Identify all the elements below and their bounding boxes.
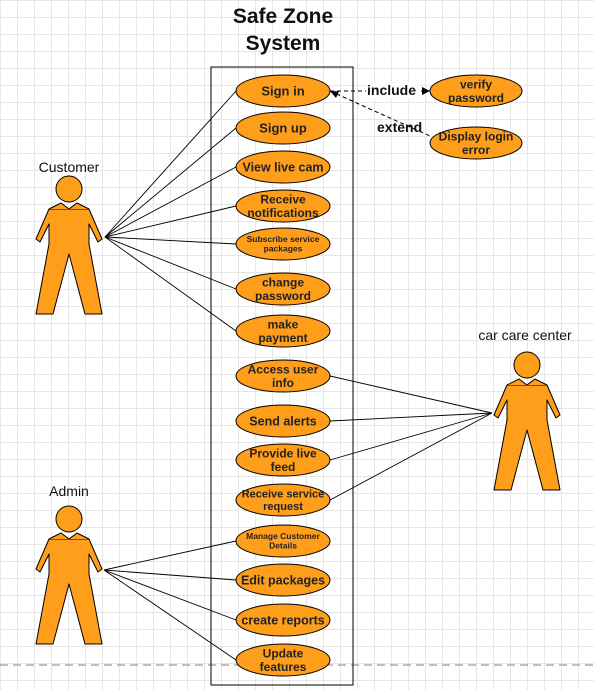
use-case-label-make-payment: payment (258, 331, 307, 345)
use-case-label-receive-notifications: notifications (247, 206, 319, 220)
use-case-ellipse-send-alerts (235, 404, 331, 438)
use-case-ellipse-access-user-info (235, 359, 331, 393)
use-case-ellipse-sign-up (235, 111, 331, 145)
include-label: include (367, 82, 416, 98)
title-line-1: Safe Zone (233, 5, 333, 28)
actor-label-customer: Customer (39, 159, 100, 175)
use-case-ellipse-update-features (235, 643, 331, 677)
use-case-sign-in: Sign in (235, 74, 331, 108)
actor-admin (35, 505, 103, 645)
use-case-ellipse-receive-service-request (235, 483, 331, 517)
use-case-label-create-reports: create reports (241, 613, 324, 627)
actor-label-admin: Admin (49, 483, 89, 499)
use-case-label-manage-customer-details: Manage Customer (246, 531, 320, 541)
use-case-ellipse-make-payment (235, 314, 331, 348)
use-case-label-access-user-info: info (272, 376, 294, 390)
use-case-label-change-password: password (255, 289, 311, 303)
actor-label-car-care-center: car care center (478, 327, 572, 343)
use-case-label-sign-in: Sign in (261, 84, 304, 99)
use-case-label-access-user-info: Access user (248, 362, 319, 376)
use-case-ellipse-view-live-cam (235, 150, 331, 184)
extend-arrowhead (330, 91, 339, 98)
use-case-label-display-login-error: Display login (439, 129, 514, 143)
use-case-label-update-features: features (260, 660, 307, 674)
use-case-label-receive-notifications: Receive (260, 192, 306, 206)
title-line-2: System (246, 32, 321, 55)
use-case-ellipse-receive-notifications (235, 189, 331, 223)
use-case-ellipse-create-reports (235, 603, 331, 637)
use-cases: Sign in Sign up View live camReceivenotifi… (235, 74, 523, 677)
use-case-label-view-live-cam: View live cam (242, 160, 323, 174)
extend-label: extend (377, 119, 422, 135)
use-case-label-subscribe-packages: Subscribe service (247, 234, 320, 244)
use-case-label-receive-service-request: Receive service (242, 489, 325, 501)
extend-line (329, 90, 431, 137)
use-case-label-make-payment: make (268, 317, 299, 331)
use-case-ellipse-manage-customer-details (235, 524, 331, 558)
use-case-label-display-login-error: error (462, 143, 490, 157)
actor-customer (35, 175, 103, 315)
include-label-bg (366, 82, 420, 99)
use-case-ellipse-sign-in (235, 74, 331, 108)
use-case-ellipse-edit-packages (235, 563, 331, 597)
use-case-label-edit-packages: Edit packages (241, 573, 325, 587)
associations (103, 90, 493, 661)
use-case-label-send-alerts: Send alerts (249, 414, 316, 428)
use-case-sign-up: Sign up (235, 111, 331, 145)
use-case-view-live-cam: View live cam (235, 150, 331, 184)
use-case-label-verify-password: verify (460, 77, 492, 91)
system-boundary (210, 66, 354, 686)
use-case-label-sign-up: Sign up (259, 121, 307, 136)
use-case-label-provide-live-feed: Provide live (249, 446, 317, 460)
use-case-label-provide-live-feed: feed (271, 460, 296, 474)
use-case-edit-packages: Edit packages (235, 563, 331, 597)
use-case-ellipse-subscribe-packages (235, 227, 331, 261)
use-case-label-manage-customer-details: Details (269, 541, 297, 551)
use-case-ellipse-display-login-error (429, 126, 523, 160)
include-arrowhead (422, 87, 430, 95)
use-case-ellipse-provide-live-feed (235, 443, 331, 477)
actor-car-care-center (493, 351, 561, 491)
use-case-label-verify-password: password (448, 91, 504, 105)
use-case-create-reports: create reports (235, 603, 331, 637)
use-case-label-receive-service-request: request (263, 501, 303, 513)
use-case-ellipse-change-password (235, 272, 331, 306)
use-case-ellipse-verify-password (429, 74, 523, 108)
use-case-label-subscribe-packages: packages (264, 244, 303, 254)
use-case-send-alerts: Send alerts (235, 404, 331, 438)
use-case-label-change-password: change (262, 275, 304, 289)
use-case-label-update-features: Update (263, 646, 304, 660)
dependencies: include extend (329, 82, 431, 137)
